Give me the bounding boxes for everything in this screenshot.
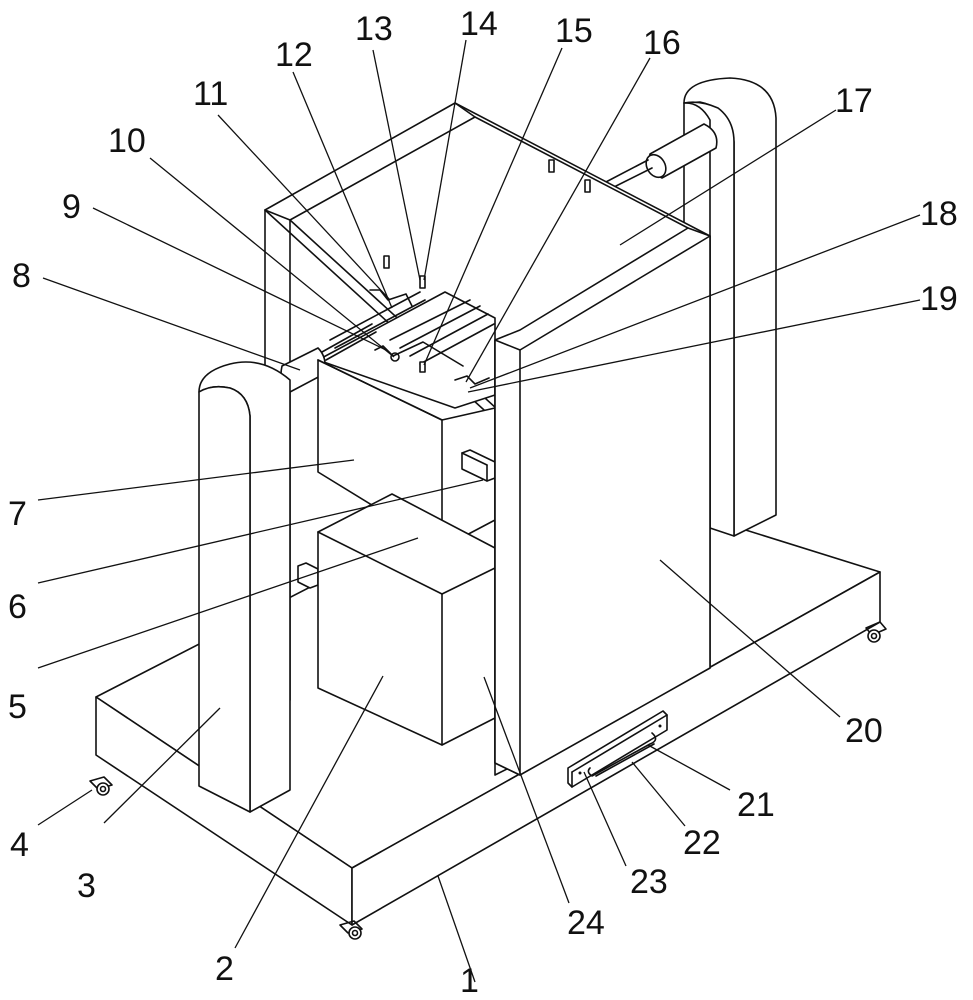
leader-10 [149, 157, 395, 358]
left-pillar [198, 361, 291, 813]
leader-23 [583, 771, 627, 867]
caster-wheel-left [89, 776, 113, 796]
caster-wheel-right [865, 621, 887, 643]
label-5: 5 [8, 688, 27, 726]
leader-7 [37, 459, 355, 501]
leader-24 [483, 676, 570, 904]
right-cylinder [603, 123, 718, 191]
label-23: 23 [630, 863, 668, 901]
leader-15 [423, 47, 563, 366]
leader-17 [619, 109, 837, 246]
label-19: 19 [920, 280, 958, 318]
leader-5 [37, 537, 419, 669]
leader-14 [423, 39, 467, 281]
label-12: 12 [275, 36, 313, 74]
leader-12 [292, 71, 393, 309]
label-2: 2 [215, 950, 234, 988]
handle-assembly [567, 710, 668, 788]
label-9: 9 [62, 188, 81, 226]
label-14: 14 [460, 5, 498, 43]
label-11: 11 [193, 75, 228, 113]
leader-22 [631, 761, 686, 827]
leader-20 [659, 559, 841, 718]
leader-9 [92, 207, 387, 351]
leader-1 [437, 875, 476, 983]
leader-19 [467, 299, 921, 393]
label-20: 20 [845, 712, 883, 750]
label-3: 3 [77, 867, 96, 905]
leader-16 [465, 57, 651, 383]
reference-labels: 1 2 3 4 5 6 7 8 9 10 11 12 13 14 15 16 1… [8, 5, 958, 1000]
label-22: 22 [683, 824, 721, 862]
leader-2 [234, 675, 384, 949]
label-18: 18 [920, 195, 958, 233]
leader-21 [647, 744, 731, 791]
leader-4 [37, 789, 93, 826]
label-7: 7 [8, 495, 27, 533]
label-10: 10 [108, 122, 146, 160]
leader-3 [103, 707, 221, 824]
label-24: 24 [567, 904, 605, 942]
label-4: 4 [10, 826, 29, 864]
leader-13 [372, 49, 421, 281]
label-15: 15 [555, 12, 593, 50]
label-13: 13 [355, 10, 393, 48]
label-17: 17 [835, 82, 873, 120]
label-21: 21 [737, 786, 775, 824]
leader-lines [37, 39, 921, 983]
label-16: 16 [643, 24, 681, 62]
label-6: 6 [8, 588, 27, 626]
caster-wheel-front [339, 920, 363, 940]
leader-8 [42, 277, 301, 371]
front-panel [494, 227, 711, 776]
right-pillar [683, 77, 777, 537]
leader-18 [469, 214, 921, 389]
label-1: 1 [460, 962, 479, 1000]
leader-6 [37, 479, 484, 584]
leader-11 [217, 114, 391, 301]
label-8: 8 [12, 257, 31, 295]
